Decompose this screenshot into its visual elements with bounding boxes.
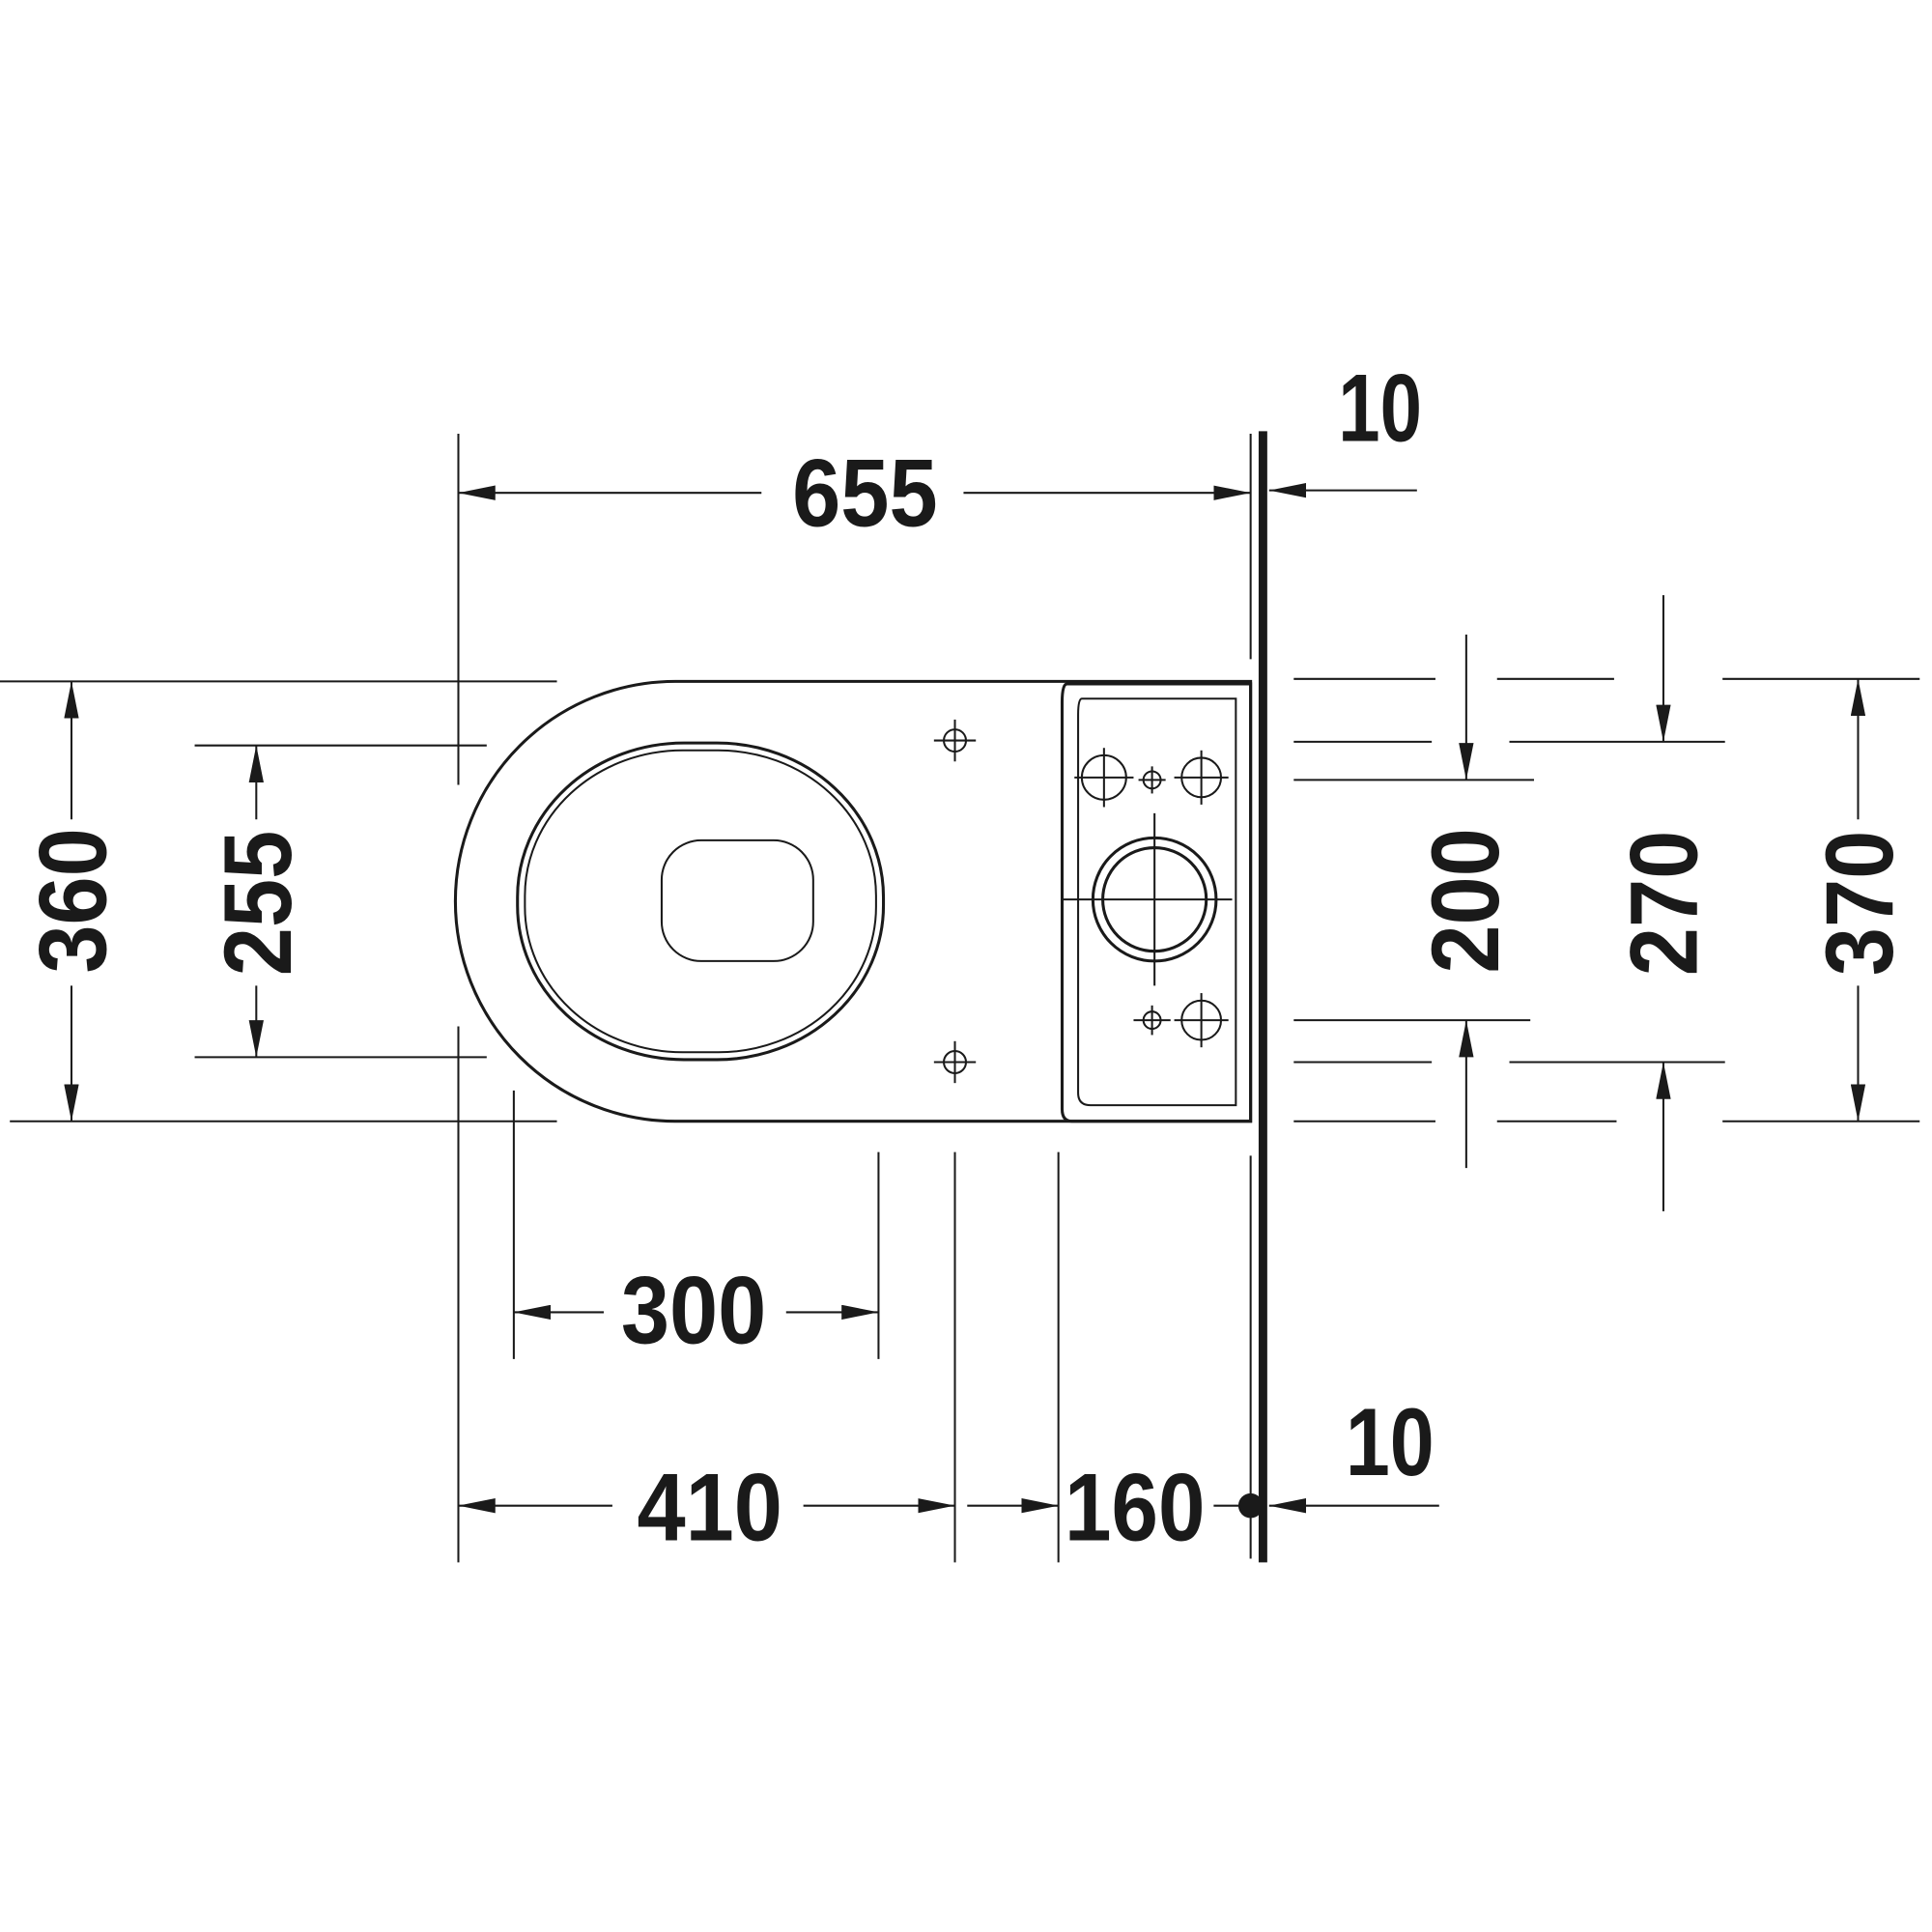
dimension-label: 360 <box>20 828 128 974</box>
inlet-hole-lower-icon <box>1133 993 1229 1048</box>
dimension-label: 200 <box>1412 828 1520 974</box>
dimension-width: 360 <box>20 681 128 1122</box>
fixing-hole-bottom-icon <box>933 1040 977 1084</box>
dimension-label: 410 <box>637 1454 782 1561</box>
dimension-label: 255 <box>205 831 312 977</box>
seat-inner <box>524 749 877 1054</box>
dimension-outlet-distance: 160 <box>967 1454 1264 1561</box>
dimension-total-370: 370 <box>1806 678 1914 1122</box>
dimension-overall-length: 655 <box>458 440 1251 548</box>
outlet-hole-icon <box>1062 812 1233 986</box>
dimension-fixing-distance: 410 <box>458 1454 955 1561</box>
dimension-label: 160 <box>1065 1454 1205 1561</box>
toilet-body <box>453 679 1253 1123</box>
extension-lines <box>0 433 1920 1563</box>
dimension-label: 370 <box>1806 831 1914 977</box>
dimension-seat-length: 300 <box>513 1257 879 1364</box>
dimension-label: 655 <box>792 440 938 548</box>
dimension-wall-gap-bottom: 10 <box>1268 1389 1439 1514</box>
seat-outer <box>516 741 886 1062</box>
dimension-inlet-270: 270 <box>1610 595 1718 1211</box>
cistern <box>1060 682 1253 1123</box>
bowl-opening <box>660 838 814 962</box>
dimension-inlet-200: 200 <box>1412 634 1520 1169</box>
fixing-hole-top-icon <box>933 719 977 762</box>
dimension-label: 270 <box>1610 831 1718 977</box>
dimension-seat-width: 255 <box>205 745 312 1058</box>
dimension-wall-gap-top: 10 <box>1268 355 1422 498</box>
dimension-label: 300 <box>621 1257 767 1364</box>
dimension-label: 10 <box>1346 1389 1435 1496</box>
inlet-hole-icon <box>1074 748 1229 808</box>
reference-dot <box>1237 1492 1264 1519</box>
dimension-label: 10 <box>1338 355 1422 463</box>
